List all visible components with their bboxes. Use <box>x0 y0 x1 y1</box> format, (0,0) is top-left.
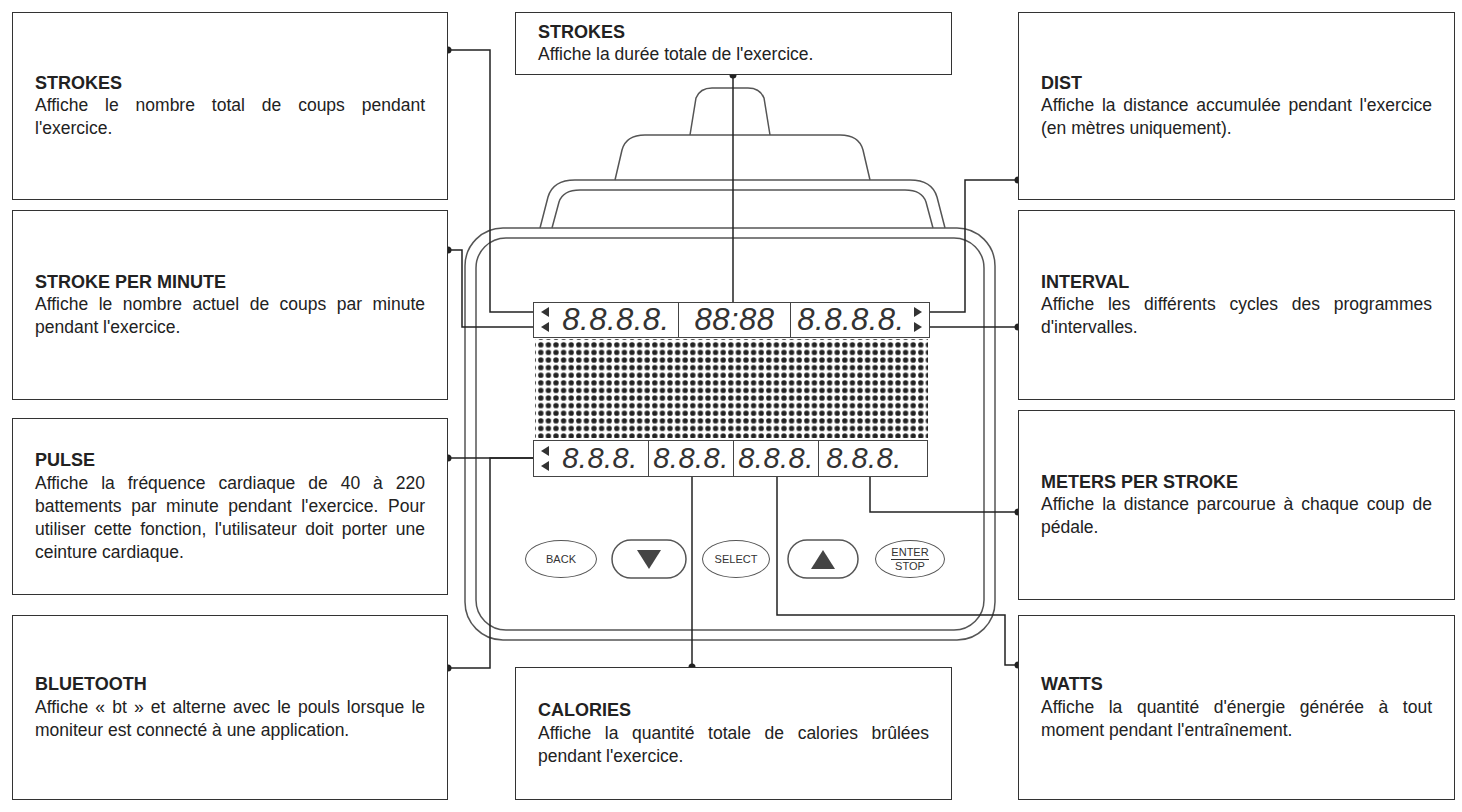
lower-hump-inner <box>552 190 933 228</box>
segment-digits: 88:88 <box>694 302 774 338</box>
callout-box: BLUETOOTHAffiche « bt » et alterne avec … <box>12 615 448 800</box>
callout-body: Affiche la durée totale de l'exercice. <box>538 43 929 66</box>
callout-box: DISTAffiche la distance accumulée pendan… <box>1018 12 1455 200</box>
leader-path <box>448 250 533 327</box>
console-button: SELECT <box>702 540 770 578</box>
console-housing <box>465 88 995 640</box>
housing-inner <box>476 238 984 630</box>
down-button <box>612 540 686 578</box>
leader-line <box>445 247 534 328</box>
segment-digits: 8.8.8.8. <box>562 302 669 338</box>
knob <box>690 88 770 135</box>
triangle <box>541 446 549 456</box>
callout-body: Affiche la distance parcourue à chaque c… <box>1041 493 1432 539</box>
leader-path <box>448 50 533 312</box>
callout-heading: DIST <box>1041 72 1432 95</box>
callout-box: STROKESAffiche la durée totale de l'exer… <box>515 12 952 75</box>
up-button <box>788 540 858 578</box>
segment-digits: 8.8.8.8. <box>797 302 904 338</box>
leader-line <box>445 47 534 313</box>
callout-body: Affiche la quantité totale de calories b… <box>538 722 929 768</box>
field-display: 88:88 <box>678 302 791 338</box>
callout-box: PULSEAffiche la fréquence cardiaque de 4… <box>12 418 448 595</box>
button-label: STOP <box>895 560 925 572</box>
callout-heading: STROKES <box>538 21 929 44</box>
field-display: 8.8.8.8. <box>533 302 679 338</box>
callout-body: Affiche la quantité d'énergie générée à … <box>1041 696 1432 742</box>
leader-line <box>777 477 1022 669</box>
callout-box: CALORIESAffiche la quantité totale de ca… <box>515 667 952 800</box>
triangle <box>914 322 922 332</box>
lower-hump <box>540 180 945 228</box>
triangle <box>914 307 922 317</box>
callout-box: INTERVALAffiche les différents cycles de… <box>1018 210 1455 400</box>
field-display: 8.8.8.8. <box>790 302 930 338</box>
leader-line <box>689 477 696 671</box>
callout-box: STROKESAffiche le nombre total de coups … <box>12 12 448 200</box>
console-button: BACK <box>525 540 597 578</box>
up-triangle <box>811 550 835 569</box>
callout-heading: BLUETOOTH <box>35 673 425 696</box>
leader-path <box>930 326 1018 328</box>
button-label: BACK <box>546 553 576 565</box>
segment-digits: 8.8.8. <box>653 442 729 475</box>
callout-heading: STROKES <box>35 72 425 95</box>
leader-line <box>870 477 1022 516</box>
field-display: 8.8.8. <box>818 440 928 477</box>
callout-heading: STROKE PER MINUTE <box>35 271 425 294</box>
callout-body: Affiche les différents cycles des progra… <box>1041 293 1432 339</box>
leader-path <box>870 477 1018 512</box>
segment-digits: 8.8.8. <box>562 442 638 475</box>
leader-path <box>448 458 533 668</box>
segment-digits: 8.8.8. <box>826 442 902 475</box>
button-label: ENTER <box>891 546 928 559</box>
callout-heading: PULSE <box>35 449 425 472</box>
field-display: 8.8.8. <box>648 440 734 477</box>
leader-path <box>930 180 1018 312</box>
callout-body: Affiche la fréquence cardiaque de 40 à 2… <box>35 472 425 564</box>
callout-box: WATTSAffiche la quantité d'énergie génér… <box>1018 615 1455 800</box>
leader-line <box>930 324 1022 331</box>
upper-hump <box>615 135 870 180</box>
callout-box: STROKE PER MINUTEAffiche le nombre actue… <box>12 210 448 400</box>
field-display: 8.8.8. <box>533 440 649 477</box>
console-button: ENTERSTOP <box>875 540 945 578</box>
leader-path <box>777 477 1018 665</box>
triangle <box>541 307 549 317</box>
arrow-buttons <box>612 540 858 578</box>
field-display: 8.8.8. <box>733 440 819 477</box>
triangle <box>541 461 549 471</box>
callout-body: Affiche le nombre total de coups pendant… <box>35 94 425 140</box>
down-triangle <box>637 550 661 569</box>
callout-body: Affiche le nombre actuel de coups par mi… <box>35 293 425 339</box>
callout-body: Affiche « bt » et alterne avec le pouls … <box>35 696 425 742</box>
housing-outer <box>465 228 995 640</box>
segment-digits: 8.8.8. <box>738 442 814 475</box>
leader-path <box>691 477 693 667</box>
leader-line <box>930 177 1022 313</box>
callout-heading: METERS PER STROKE <box>1041 471 1432 494</box>
leader-line <box>445 458 534 672</box>
callout-box: METERS PER STROKEAffiche la distance par… <box>1018 410 1455 600</box>
button-label: SELECT <box>715 553 758 565</box>
callout-heading: CALORIES <box>538 699 929 722</box>
callout-heading: INTERVAL <box>1041 271 1432 294</box>
leader-line <box>730 72 737 303</box>
callout-body: Affiche la distance accumulée pendant l'… <box>1041 94 1432 140</box>
triangle <box>541 322 549 332</box>
leader-path <box>732 75 734 302</box>
dot-matrix <box>535 339 928 438</box>
callout-heading: WATTS <box>1041 673 1432 696</box>
